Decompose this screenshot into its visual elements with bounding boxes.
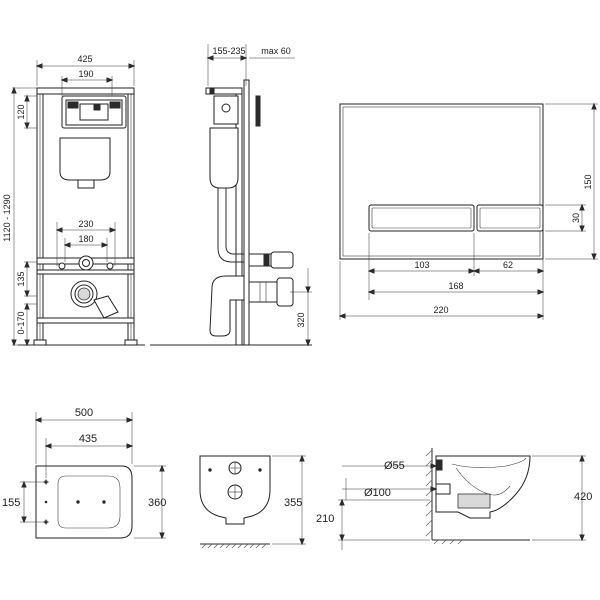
flush-button-large[interactable] — [368, 204, 475, 232]
dim-bowl-total-height: 420 — [574, 491, 592, 503]
side-top-bracket — [205, 87, 243, 95]
dim-panel-width: 190 — [78, 69, 93, 79]
frame-lower-rail — [36, 269, 135, 275]
dim-bowl-length: 500 — [75, 407, 93, 419]
dim-button-height: 30 — [571, 213, 581, 223]
dim-bowl-inner-length: 435 — [79, 433, 97, 445]
dim-outlet-diameter: Ø100 — [364, 487, 391, 499]
dim-frame-width: 425 — [77, 54, 92, 64]
dim-bolt-inner: 180 — [78, 234, 93, 244]
frame-foot-right — [124, 339, 138, 346]
dim-outlet-height: 135 — [16, 271, 26, 286]
drain-elbow — [93, 295, 119, 319]
dim-depth-range: 155-235 — [212, 46, 245, 56]
dim-button-left: 103 — [414, 260, 429, 270]
frame-foot-left — [33, 339, 47, 346]
dim-button-right: 62 — [503, 260, 513, 270]
frame-top-rail — [36, 87, 135, 95]
side-flush-pipe — [217, 188, 244, 263]
dim-plate-width: 220 — [433, 305, 448, 315]
bowl-top-view: 500 435 155 360 — [2, 407, 166, 540]
dim-max-depth: max 60 — [261, 46, 291, 56]
dim-buttons-total: 168 — [448, 281, 463, 291]
dim-drain-height: 320 — [296, 312, 306, 327]
dim-top-offset: 120 — [16, 104, 26, 119]
bowl-top-outline — [35, 465, 133, 539]
dim-plate-height: 150 — [583, 174, 593, 189]
side-cistern — [209, 127, 239, 189]
bowl-side-section: Ø55 Ø100 210 420 — [316, 448, 592, 550]
bowl-water-trap — [457, 493, 491, 509]
side-wall — [243, 79, 250, 346]
side-drain-pipe — [209, 275, 245, 337]
flush-button-small[interactable] — [476, 204, 544, 232]
frame-front-view: 425 190 1120 - 1290 120 135 0-170 230 — [2, 54, 145, 347]
dim-bolt-outer: 230 — [78, 219, 93, 229]
bowl-rear-view: 355 — [199, 454, 306, 549]
dim-floor-offset: 210 — [316, 513, 334, 525]
frame-bottom-rail — [36, 317, 135, 324]
side-drain-connector — [248, 281, 278, 303]
mounting-bolt-left — [58, 262, 66, 270]
side-inlet-nozzle — [270, 251, 294, 269]
cistern-outlet — [77, 179, 95, 189]
flush-plate-view: 150 30 103 62 168 220 — [338, 102, 598, 320]
dim-bowl-width: 360 — [148, 497, 166, 509]
cistern-tank — [59, 137, 111, 181]
flush-plate — [339, 103, 544, 260]
dim-inlet-diameter: Ø55 — [384, 460, 405, 472]
bowl-top-rim — [57, 475, 121, 529]
dim-foot-adjust: 0-170 — [16, 311, 26, 334]
side-frame-upright — [235, 87, 243, 346]
dim-bowl-side-offset: 155 — [2, 497, 20, 509]
dim-bowl-rear-height: 355 — [284, 497, 302, 509]
mounting-bolt-right — [106, 262, 114, 270]
frame-side-view: 155-235 max 60 320 — [150, 44, 312, 347]
dim-frame-height: 1120 - 1290 — [2, 194, 12, 241]
